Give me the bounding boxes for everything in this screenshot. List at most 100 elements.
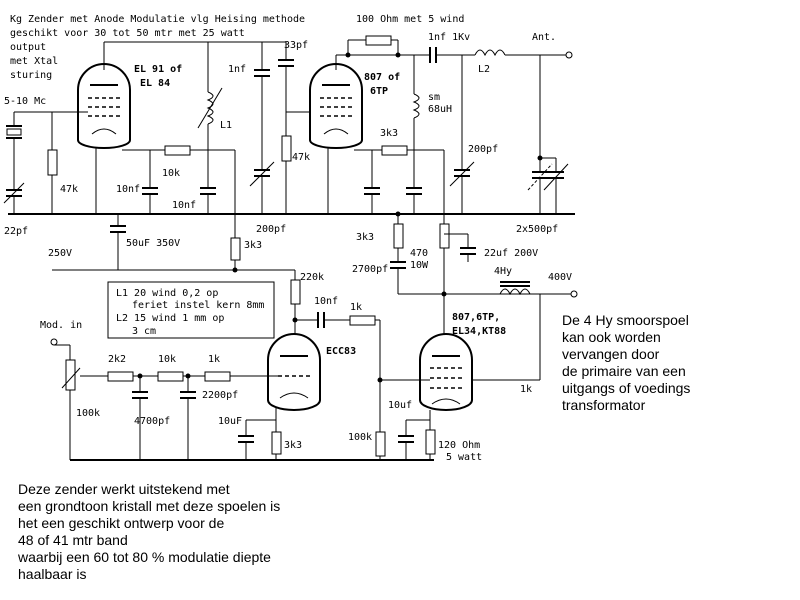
tube-807-pa	[309, 63, 363, 149]
note-right-6: transformator	[562, 397, 646, 413]
r-3k3-d-label: 3k3	[284, 440, 302, 451]
rfc-sm-label: sm	[428, 92, 440, 103]
coil-l2	[474, 49, 506, 57]
c-10uf-b-label: 10uf	[388, 400, 412, 411]
r-3k3-supply	[230, 237, 241, 261]
coil-box-line-1: L1 20 wind 0,2 op	[116, 288, 218, 299]
c-2700pf-label: 2700pf	[352, 264, 388, 275]
rfc-val-label: 68uH	[428, 104, 452, 115]
c-22pf-label: 22pf	[4, 226, 28, 237]
tube4-name-b: EL34,KT88	[452, 326, 506, 337]
tube4-name-a: 807,6TP,	[452, 312, 500, 323]
r-10k-a-label: 10k	[162, 168, 180, 179]
r-47k-a-label: 47k	[60, 184, 78, 195]
r-100k-grid	[375, 431, 386, 457]
v-400-label: 400V	[548, 272, 572, 283]
coil-l1	[206, 91, 214, 125]
note-bottom-2: een grondtoon kristall met deze spoelen …	[18, 498, 280, 514]
pot-100k-label: 100k	[76, 408, 100, 419]
r-220k-plate	[290, 279, 301, 305]
r-470-b-label: 10W	[410, 260, 429, 271]
v-250-label: 250V	[48, 248, 72, 259]
c-33pf-label: 33pf	[284, 40, 308, 51]
r-1k-grid-stopper	[349, 315, 376, 326]
r-120ohm-a-label: 120 Ohm	[438, 440, 480, 451]
c-1nf-1kv-label: 1nf 1Kv	[428, 32, 470, 43]
title-line-3: output	[10, 42, 46, 53]
c-2x500pf-label: 2x500pf	[516, 224, 558, 235]
r-2k2-label: 2k2	[108, 354, 126, 365]
r-47k-grid	[47, 149, 58, 176]
note-right-1: De 4 Hy smoorspoel	[562, 312, 689, 328]
c-10nf-b-label: 10nf	[172, 200, 196, 211]
r-1k-c-label: 1k	[520, 384, 532, 395]
note-right-4: de primaire van een	[562, 363, 686, 379]
tube1-name-b: EL 84	[140, 78, 170, 89]
v-400-terminal	[570, 290, 578, 298]
tube-807-mod	[419, 333, 473, 411]
r-120ohm-cathode	[425, 429, 436, 455]
r-100ohm-label: 100 Ohm met 5 wind	[356, 14, 464, 25]
title-line-5: sturing	[10, 70, 52, 81]
tube-el91	[77, 63, 131, 149]
note-bottom-6: haalbaar is	[18, 566, 87, 582]
r-2k2	[107, 371, 134, 382]
tube2-name-a: 807 of	[364, 72, 400, 83]
tube3-name: ECC83	[326, 346, 356, 357]
title-line-1: Kg Zender met Anode Modulatie vlg Heisin…	[10, 14, 305, 25]
note-bottom-1: Deze zender werkt uitstekend met	[18, 481, 230, 497]
note-right-2: kan ook worden	[562, 329, 661, 345]
c-200pf-a-label: 200pf	[256, 224, 286, 235]
coil-info-box	[107, 281, 275, 339]
c-1nf-a-label: 1nf	[228, 64, 246, 75]
r-10k-screen	[164, 145, 191, 156]
xtal-freq-label: 5-10 Mc	[4, 96, 46, 107]
note-right-5: uitgangs of voedings	[562, 380, 690, 396]
ant-label: Ant.	[532, 32, 556, 43]
coil-l1-label: L1	[220, 120, 232, 131]
c-10nf-c-label: 10nf	[314, 296, 338, 307]
mod-in-label: Mod. in	[40, 320, 82, 331]
coil-box-line-4: 3 cm	[132, 326, 156, 337]
r-10k-filter	[157, 371, 184, 382]
tube2-name-b: 6TP	[370, 86, 388, 97]
r-470-a-label: 470	[410, 248, 428, 259]
rfc-68uh	[412, 93, 420, 119]
r-1k-b-label: 1k	[208, 354, 220, 365]
note-bottom-5: waarbij een 60 tot 80 % modulatie diepte	[17, 549, 271, 565]
title-line-2: geschikt voor 30 tot 50 mtr met 25 watt	[10, 28, 245, 39]
r-47k-pa-grid	[281, 135, 292, 162]
choke-4hy-label: 4Hy	[494, 266, 512, 277]
c-22uf-label: 22uf 200V	[484, 248, 538, 259]
crystal	[6, 128, 22, 136]
title-line-4: met Xtal	[10, 56, 58, 67]
r-1k-a-label: 1k	[350, 302, 362, 313]
note-bottom-4: 48 of 41 mtr band	[18, 532, 128, 548]
note-right-3: vervangen door	[562, 346, 660, 362]
note-bottom-3: het een geschikt ontwerp voor de	[18, 515, 224, 531]
r-47k-b-label: 47k	[292, 152, 310, 163]
c-50uf-label: 50uF 350V	[126, 238, 180, 249]
c-200pf-b-label: 200pf	[468, 144, 498, 155]
r-470-10w	[439, 223, 450, 249]
r-3k3-c-label: 3k3	[356, 232, 374, 243]
ant-terminal	[565, 51, 573, 59]
r-120ohm-b-label: 5 watt	[446, 452, 482, 463]
coil-box-line-2: feriet instel kern 8mm	[132, 300, 264, 311]
tube1-name-a: EL 91 of	[134, 64, 182, 75]
r-220k-label: 220k	[300, 272, 324, 283]
r-100k-label: 100k	[348, 432, 372, 443]
r-3k3-cathode	[271, 431, 282, 455]
r-3k3-screen	[381, 145, 408, 156]
r-100ohm-stopper	[365, 35, 392, 46]
tube-ecc83	[267, 333, 321, 411]
c-2200pf-label: 2200pf	[202, 390, 238, 401]
r-3k3-b-label: 3k3	[244, 240, 262, 251]
mod-in-terminal	[50, 338, 58, 346]
r-3k3-screen-mod	[393, 223, 404, 249]
c-4700pf-label: 4700pf	[134, 416, 170, 427]
r-1k-filter	[204, 371, 231, 382]
r-10k-b-label: 10k	[158, 354, 176, 365]
coil-l2-label: L2	[478, 64, 490, 75]
